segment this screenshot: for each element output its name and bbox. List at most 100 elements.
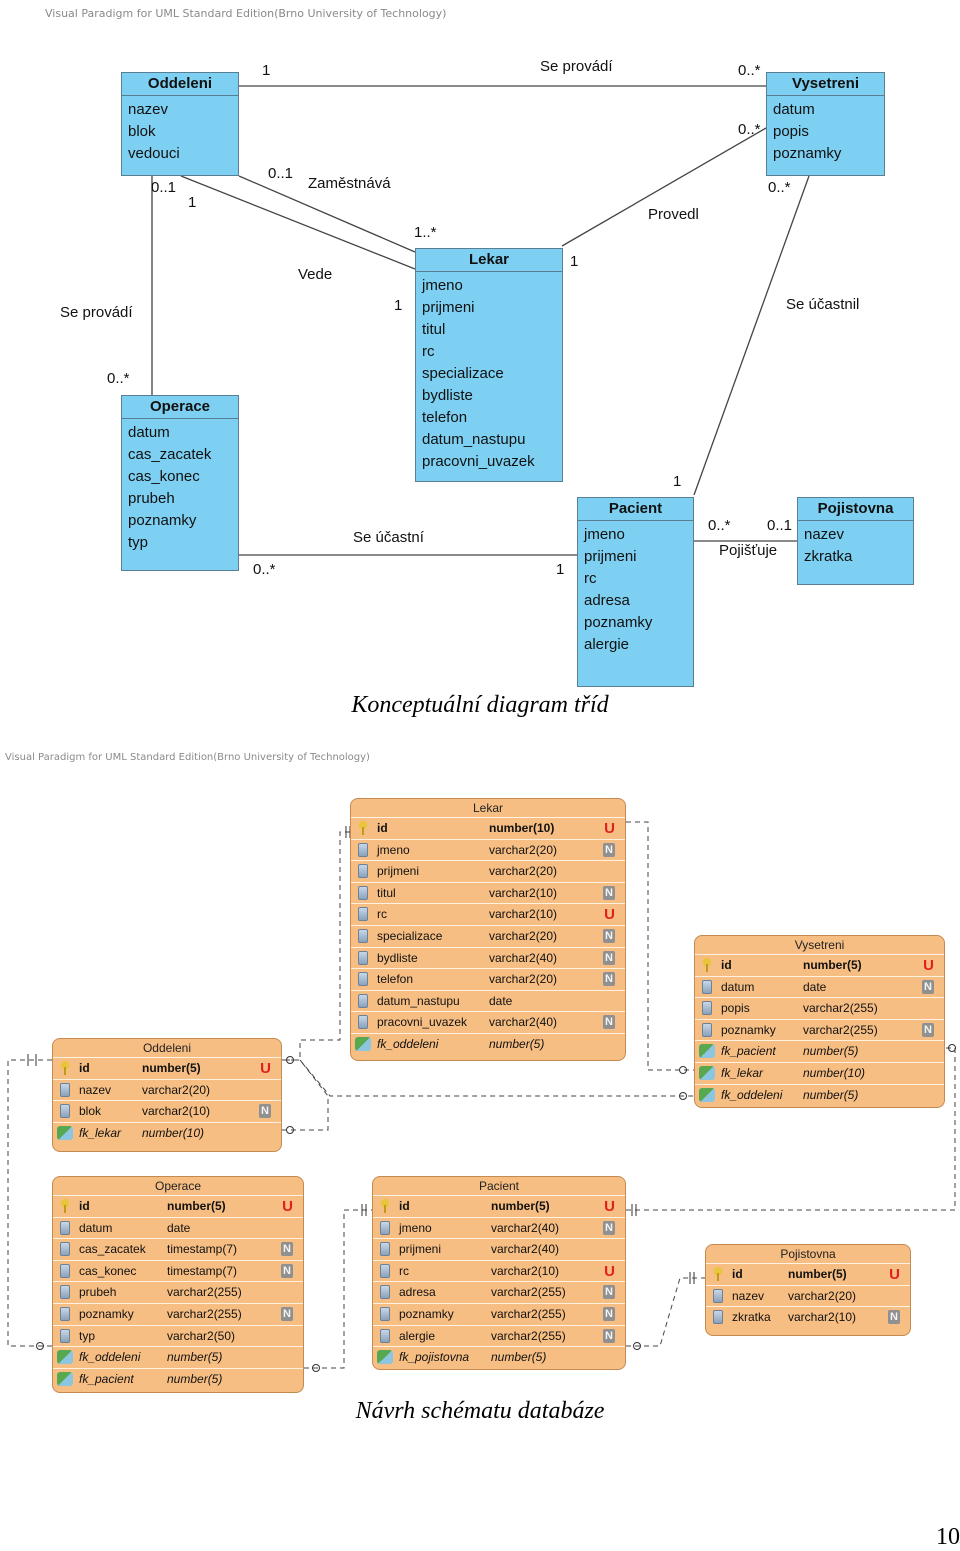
column-type: number(5) — [489, 1036, 545, 1051]
multiplicity: 0..* — [708, 517, 731, 534]
column-type: varchar2(255) — [167, 1306, 242, 1321]
column-icon — [380, 1306, 390, 1321]
attribute: zkratka — [804, 548, 853, 565]
nullable-icon: N — [281, 1263, 293, 1278]
column-type: date — [167, 1220, 191, 1235]
nullable-icon: N — [603, 842, 615, 857]
foreign-key-icon — [355, 1036, 371, 1051]
column-type: varchar2(20) — [489, 842, 558, 857]
class-oddeleni[interactable]: Oddeleni nazev blok vedouci — [121, 72, 239, 176]
column-icon — [713, 1310, 723, 1325]
column-icon — [60, 1220, 70, 1235]
attribute: datum — [773, 101, 815, 118]
column-icon — [358, 885, 368, 900]
primary-key-icon — [380, 1199, 390, 1213]
column-type: varchar2(20) — [142, 1082, 211, 1097]
class-vysetreni[interactable]: Vysetreni datum popis poznamky — [766, 72, 885, 176]
attribute: adresa — [584, 592, 630, 609]
assoc-label-se-provadi-left: Se provádí — [60, 304, 133, 321]
class-pacient[interactable]: Pacient jmeno prijmeni rc adresa poznamk… — [577, 497, 694, 687]
assoc-label-provedl: Provedl — [648, 206, 699, 223]
attribute: alergie — [584, 636, 630, 653]
column-type: varchar2(10) — [489, 885, 558, 900]
class-operace[interactable]: Operace datum cas_zacatek cas_konec prub… — [121, 395, 239, 571]
column-name: id — [732, 1267, 743, 1281]
attribute: cas_konec — [128, 468, 200, 485]
column-type: number(5) — [803, 1044, 859, 1059]
attribute: nazev — [804, 526, 845, 543]
column-name: blok — [79, 1104, 102, 1119]
column-name: cas_konec — [79, 1263, 137, 1278]
column-type: number(5) — [491, 1350, 547, 1365]
attribute: prijmeni — [422, 299, 475, 316]
unique-icon: U — [282, 1198, 293, 1215]
class-lekar[interactable]: Lekar jmeno prijmeni titul rc specializa… — [415, 248, 563, 482]
class-pojistovna[interactable]: Pojistovna nazev zkratka — [797, 497, 914, 585]
column-name: jmeno — [377, 842, 410, 857]
unique-icon: U — [604, 1198, 615, 1215]
nullable-icon: N — [603, 1220, 615, 1235]
table-row[interactable]: fk_lekar number(10) — [695, 1063, 944, 1085]
column-icon — [60, 1263, 70, 1278]
column-name: fk_oddeleni — [721, 1087, 783, 1102]
table-row[interactable]: jmeno varchar2(20) N — [351, 840, 625, 862]
column-type: number(10) — [803, 1065, 866, 1080]
column-type: number(5) — [167, 1371, 223, 1386]
column-name: alergie — [399, 1328, 436, 1343]
column-name: fk_lekar — [721, 1065, 764, 1080]
assoc-label-se-provadi: Se provádí — [540, 58, 613, 75]
foreign-key-icon — [699, 1044, 715, 1059]
column-name: pracovni_uvazek — [377, 1015, 468, 1030]
column-icon — [60, 1242, 70, 1257]
column-icon — [702, 1001, 712, 1016]
